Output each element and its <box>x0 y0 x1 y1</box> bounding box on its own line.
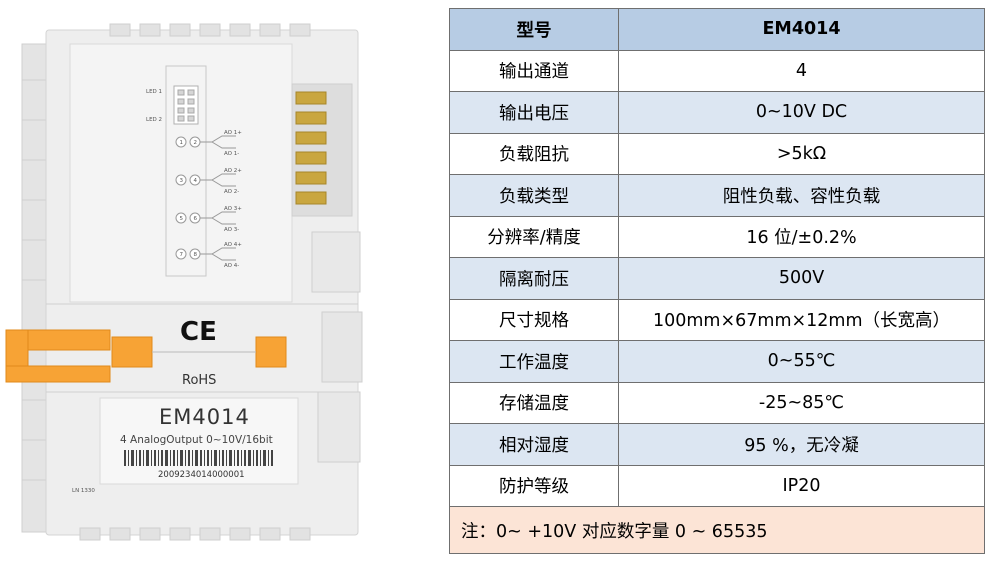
row-value-cell: IP20 <box>618 464 985 507</box>
row-value-cell: -25~85℃ <box>618 381 985 424</box>
row-key-cell: 分辨率/精度 <box>449 215 619 258</box>
svg-text:7: 7 <box>180 252 184 258</box>
rohs-mark: RoHS <box>182 373 216 388</box>
svg-text:AO 4-: AO 4- <box>224 263 239 269</box>
svg-text:AO 4+: AO 4+ <box>224 242 242 248</box>
svg-text:AO 2+: AO 2+ <box>224 168 242 174</box>
channel-4: 7 8 AO 4+ AO 4- <box>175 242 242 269</box>
barcode <box>124 450 273 466</box>
table-row: 分辨率/精度 16 位/±0.2% <box>449 215 985 258</box>
svg-text:4: 4 <box>194 178 198 184</box>
row-value-cell: 0~10V DC <box>618 91 985 134</box>
row-value-cell: 0~55℃ <box>618 340 985 383</box>
channel-3: 5 6 AO 3+ AO 3- <box>175 206 242 233</box>
table-note-row: 注：0~ +10V 对应数字量 0 ~ 65535 <box>449 506 985 554</box>
product-image: LED 1 LED 2 1 2 AO 1+ AO 1- 3 4 AO 2+ AO… <box>5 23 363 541</box>
svg-text:6: 6 <box>194 216 198 222</box>
table-row: 防护等级 IP20 <box>449 464 985 507</box>
table-header-row: 型号 EM4014 <box>449 8 985 51</box>
row-value-cell: 阻性负载、容性负载 <box>618 174 985 217</box>
table-row: 输出通道 4 <box>449 49 985 92</box>
row-key-cell: 防护等级 <box>449 464 619 507</box>
header-value-cell: EM4014 <box>618 8 985 51</box>
table-row: 负载阻抗 >5kΩ <box>449 132 985 175</box>
release-lever <box>5 329 287 383</box>
svg-text:AO 2-: AO 2- <box>224 189 239 195</box>
svg-text:2: 2 <box>194 140 198 146</box>
model-label: EM4014 <box>159 405 250 429</box>
row-key-cell: 相对湿度 <box>449 423 619 466</box>
row-value-cell: 16 位/±0.2% <box>618 215 985 258</box>
row-key-cell: 尺寸规格 <box>449 298 619 341</box>
side-label: LN 1330 <box>72 488 95 494</box>
svg-text:1: 1 <box>180 140 184 146</box>
table-row: 存储温度 -25~85℃ <box>449 381 985 424</box>
svg-text:AO 1+: AO 1+ <box>224 130 242 136</box>
spec-table: 型号 EM4014 输出通道 4 输出电压 0~10V DC 负载阻抗 >5kΩ… <box>449 8 985 554</box>
ce-mark: CE <box>180 317 217 347</box>
svg-text:8: 8 <box>194 252 198 258</box>
table-row: 负载类型 阻性负载、容性负载 <box>449 174 985 217</box>
table-row: 输出电压 0~10V DC <box>449 91 985 134</box>
svg-text:5: 5 <box>180 216 184 222</box>
table-row: 尺寸规格 100mm×67mm×12mm（长宽高） <box>449 298 985 341</box>
serial-number: 2009234014000001 <box>158 470 245 480</box>
table-row: 工作温度 0~55℃ <box>449 340 985 383</box>
header-key-cell: 型号 <box>449 8 619 51</box>
led-1-label: LED 1 <box>146 89 162 95</box>
row-key-cell: 输出电压 <box>449 91 619 134</box>
row-value-cell: 4 <box>618 49 985 92</box>
row-value-cell: >5kΩ <box>618 132 985 175</box>
table-row: 相对湿度 95 %，无冷凝 <box>449 423 985 466</box>
row-value-cell: 500V <box>618 257 985 300</box>
row-key-cell: 负载阻抗 <box>449 132 619 175</box>
svg-text:AO 1-: AO 1- <box>224 151 239 157</box>
note-cell: 注：0~ +10V 对应数字量 0 ~ 65535 <box>449 506 985 554</box>
row-key-cell: 工作温度 <box>449 340 619 383</box>
row-value-cell: 95 %，无冷凝 <box>618 423 985 466</box>
row-key-cell: 存储温度 <box>449 381 619 424</box>
channel-1: 1 2 AO 1+ AO 1- <box>175 130 242 157</box>
row-key-cell: 隔离耐压 <box>449 257 619 300</box>
row-value-cell: 100mm×67mm×12mm（长宽高） <box>618 298 985 341</box>
description-label: 4 AnalogOutput 0~10V/16bit <box>120 434 273 446</box>
row-key-cell: 输出通道 <box>449 49 619 92</box>
row-key-cell: 负载类型 <box>449 174 619 217</box>
table-row: 隔离耐压 500V <box>449 257 985 300</box>
svg-text:AO 3-: AO 3- <box>224 227 239 233</box>
channel-2: 3 4 AO 2+ AO 2- <box>175 168 242 195</box>
svg-text:3: 3 <box>180 178 184 184</box>
svg-text:AO 3+: AO 3+ <box>224 206 242 212</box>
gold-contacts <box>295 91 327 205</box>
led-2-label: LED 2 <box>146 117 162 123</box>
